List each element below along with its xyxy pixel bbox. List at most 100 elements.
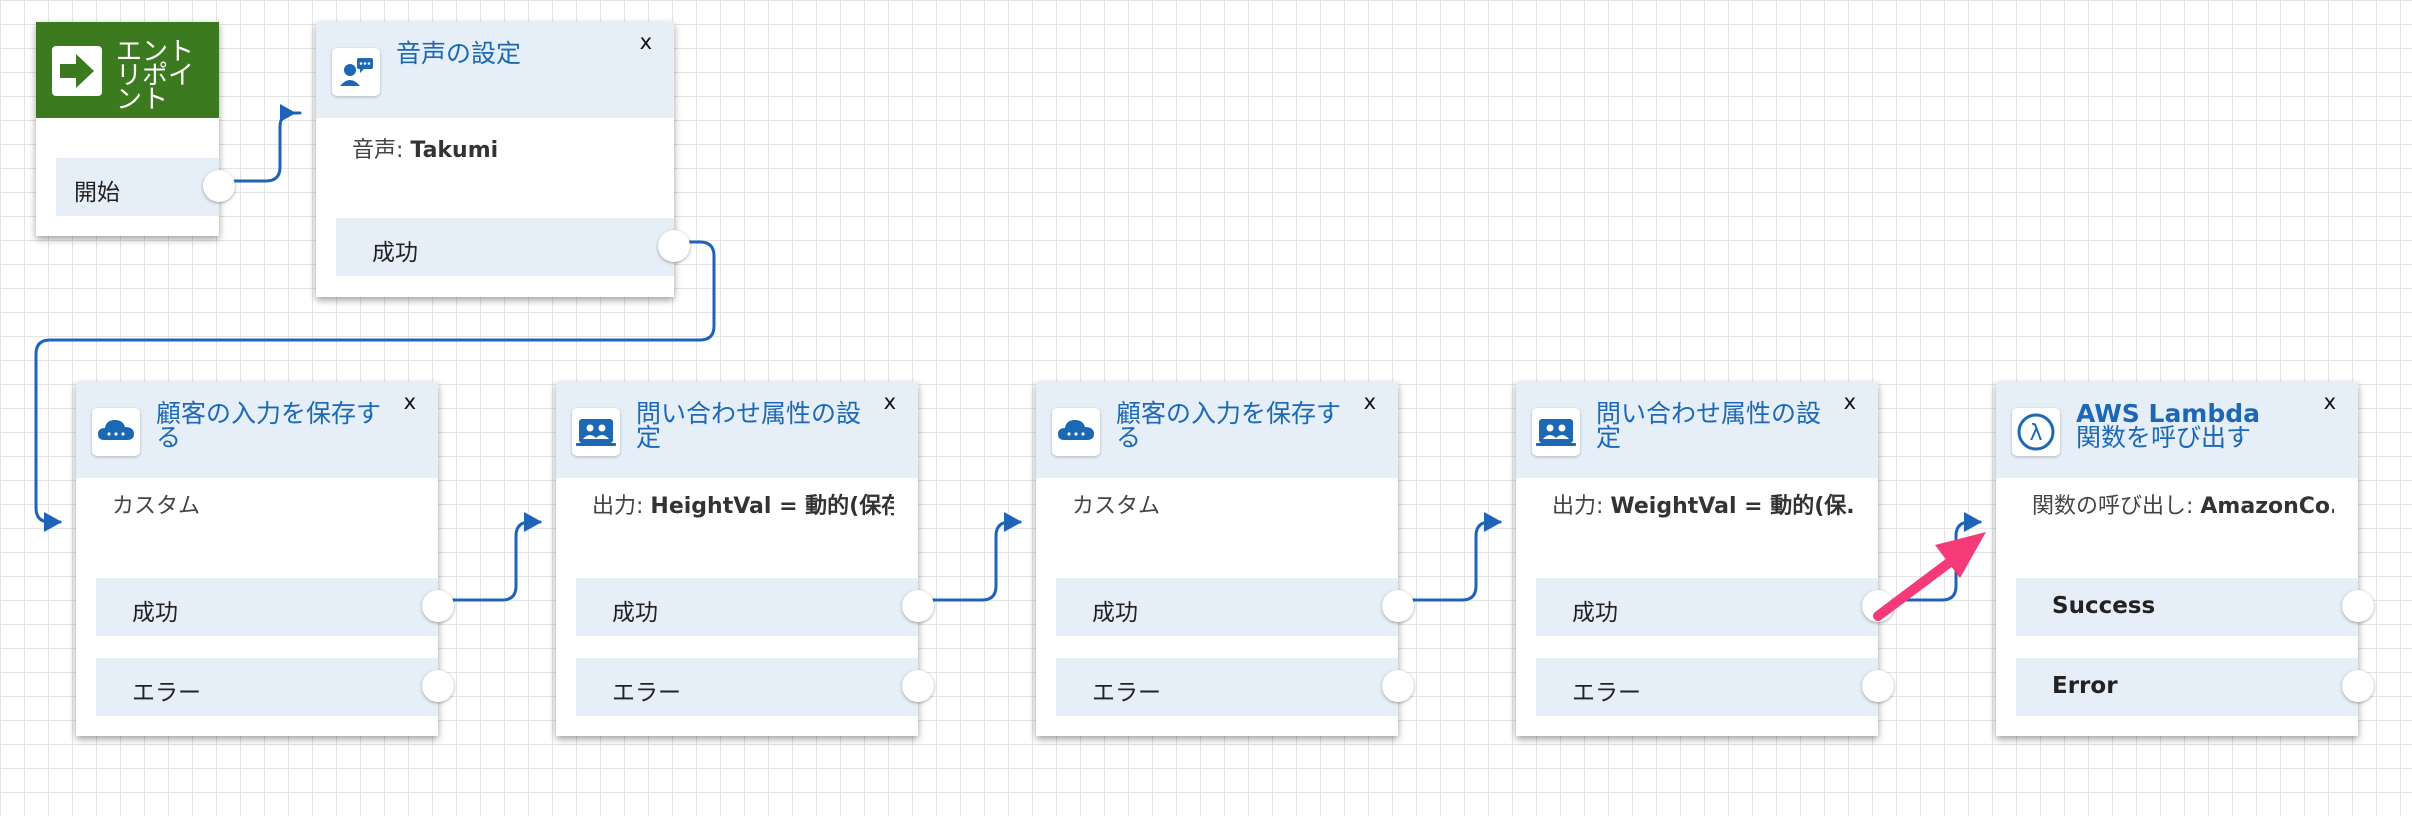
entry-point-header: エントリポイント xyxy=(36,22,219,118)
connector-start-to-voice xyxy=(217,111,302,183)
connector-arrowhead xyxy=(1484,512,1502,532)
branch-error[interactable]: Error xyxy=(2016,658,2374,716)
block-title: AWS Lambda 関数を呼び出す xyxy=(2076,399,2310,450)
output-port[interactable] xyxy=(2342,670,2374,702)
contact-attributes-icon xyxy=(1532,408,1580,456)
output-port[interactable] xyxy=(1862,590,1894,622)
output-port[interactable] xyxy=(658,230,690,262)
connector-store-2-to-attributes-2 xyxy=(1396,520,1502,602)
branch-error[interactable]: エラー xyxy=(576,658,934,716)
desc-label: 出力: xyxy=(592,494,651,519)
branch-label: 成功 xyxy=(1572,600,1618,626)
set-contact-attributes-block[interactable]: 問い合わせ属性の設定 x 出力: WeightVal = 動的(保... 成功 … xyxy=(1516,382,1894,736)
branch-success[interactable]: 成功 xyxy=(576,578,934,636)
output-port[interactable] xyxy=(1862,670,1894,702)
block-header: 顧客の入力を保存する x xyxy=(76,382,438,478)
entry-point-block[interactable]: エントリポイント 開始 xyxy=(36,22,235,236)
block-title-line: 音声の設定 xyxy=(396,39,522,68)
close-button[interactable]: x xyxy=(1843,390,1856,414)
block-title-line: 問い合わせ属性の設定 xyxy=(1596,399,1822,452)
set-contact-attributes-block[interactable]: 問い合わせ属性の設定 x 出力: HeightVal = 動的(保存... 成功… xyxy=(556,382,934,736)
connector-attributes-to-store-2 xyxy=(916,520,1022,602)
desc-value: AmazonCo... xyxy=(2200,494,2334,519)
block-description: 出力: HeightVal = 動的(保存... xyxy=(592,488,894,520)
output-port[interactable] xyxy=(902,590,934,622)
branch-label: 成功 xyxy=(1092,600,1138,626)
close-button[interactable]: x xyxy=(1363,390,1376,414)
branch-label: 成功 xyxy=(372,240,418,266)
block-description: カスタム xyxy=(112,488,414,520)
block-title-line: 問い合わせ属性の設定 xyxy=(636,399,862,452)
output-port[interactable] xyxy=(203,170,235,202)
connector-attributes-2-to-lambda xyxy=(1876,520,1982,602)
set-voice-block[interactable]: 音声の設定 x 音声: Takumi 成功 xyxy=(316,22,690,297)
voice-settings-icon xyxy=(332,48,380,96)
block-header: 音声の設定 x xyxy=(316,22,674,118)
close-button[interactable]: x xyxy=(2323,390,2336,414)
branch-error[interactable]: エラー xyxy=(96,658,454,716)
connector-arrowhead xyxy=(1964,512,1982,532)
desc-value: WeightVal xyxy=(1610,494,1737,519)
branch-success[interactable]: 成功 xyxy=(336,218,690,276)
branch-success[interactable]: 成功 xyxy=(1536,578,1894,636)
branch-success[interactable]: 成功 xyxy=(1056,578,1414,636)
block-title-line: 顧客の入力を保存する xyxy=(156,399,382,452)
desc-value: HeightVal xyxy=(650,494,772,519)
block-header: 問い合わせ属性の設定 x xyxy=(556,382,918,478)
connector-arrowhead xyxy=(280,104,296,122)
block-header: 問い合わせ属性の設定 x xyxy=(1516,382,1878,478)
block-title-line: 顧客の入力を保存する xyxy=(1116,399,1342,452)
highlight-arrow-icon xyxy=(1873,532,1986,621)
close-button[interactable]: x xyxy=(883,390,896,414)
connector-arrowhead xyxy=(44,512,62,532)
svg-text:λ: λ xyxy=(2029,421,2042,446)
connector-arrowhead xyxy=(1004,512,1022,532)
close-button[interactable]: x xyxy=(403,390,416,414)
branch-label: 成功 xyxy=(612,600,658,626)
cloud-store-icon xyxy=(1052,408,1100,456)
block-title: 問い合わせ属性の設定 xyxy=(1596,399,1830,452)
block-title: 顧客の入力を保存する xyxy=(156,399,390,452)
block-title: 問い合わせ属性の設定 xyxy=(636,399,870,452)
contact-attributes-icon xyxy=(572,408,620,456)
invoke-lambda-block[interactable]: λ AWS Lambda 関数を呼び出す x 関数の呼び出し: AmazonCo… xyxy=(1996,382,2374,736)
output-port[interactable] xyxy=(422,590,454,622)
branch-success[interactable]: 成功 xyxy=(96,578,454,636)
arrow-right-icon xyxy=(52,46,102,96)
desc-value: Takumi xyxy=(410,138,499,163)
branch-error[interactable]: エラー xyxy=(1536,658,1894,716)
store-customer-input-block[interactable]: 顧客の入力を保存する x カスタム 成功 エラー xyxy=(76,382,454,736)
cloud-store-icon xyxy=(92,408,140,456)
close-button[interactable]: x xyxy=(639,30,652,54)
desc-label: 関数の呼び出し: xyxy=(2032,494,2201,519)
branch-label: 開始 xyxy=(74,180,120,206)
block-description: 関数の呼び出し: AmazonCo... xyxy=(2032,488,2334,520)
connector-arrowhead xyxy=(524,512,542,532)
branch-label: エラー xyxy=(1572,680,1641,706)
lambda-icon: λ xyxy=(2012,408,2060,456)
block-header: 顧客の入力を保存する x xyxy=(1036,382,1398,478)
branch-success[interactable]: Success xyxy=(2016,578,2374,636)
desc-label: カスタム xyxy=(112,494,201,519)
output-port[interactable] xyxy=(1382,590,1414,622)
block-title-line: AWS Lambda xyxy=(2076,399,2261,428)
branch-label: エラー xyxy=(612,680,681,706)
branch-start[interactable]: 開始 xyxy=(56,158,235,216)
branch-label: エラー xyxy=(1092,680,1161,706)
block-description: 音声: Takumi xyxy=(352,132,650,164)
output-port[interactable] xyxy=(422,670,454,702)
desc-label: 出力: xyxy=(1552,494,1611,519)
branch-label: Error xyxy=(2052,673,2118,699)
block-title: 音声の設定 xyxy=(396,39,626,68)
output-port[interactable] xyxy=(2342,590,2374,622)
desc-suffix: = 動的(保存... xyxy=(779,494,894,519)
block-description: カスタム xyxy=(1072,488,1374,520)
output-port[interactable] xyxy=(1382,670,1414,702)
output-port[interactable] xyxy=(902,670,934,702)
desc-label: カスタム xyxy=(1072,494,1161,519)
block-title: 顧客の入力を保存する xyxy=(1116,399,1350,452)
branch-label: Success xyxy=(2052,593,2156,619)
store-customer-input-block[interactable]: 顧客の入力を保存する x カスタム 成功 エラー xyxy=(1036,382,1414,736)
branch-error[interactable]: エラー xyxy=(1056,658,1414,716)
branch-label: エラー xyxy=(132,680,201,706)
